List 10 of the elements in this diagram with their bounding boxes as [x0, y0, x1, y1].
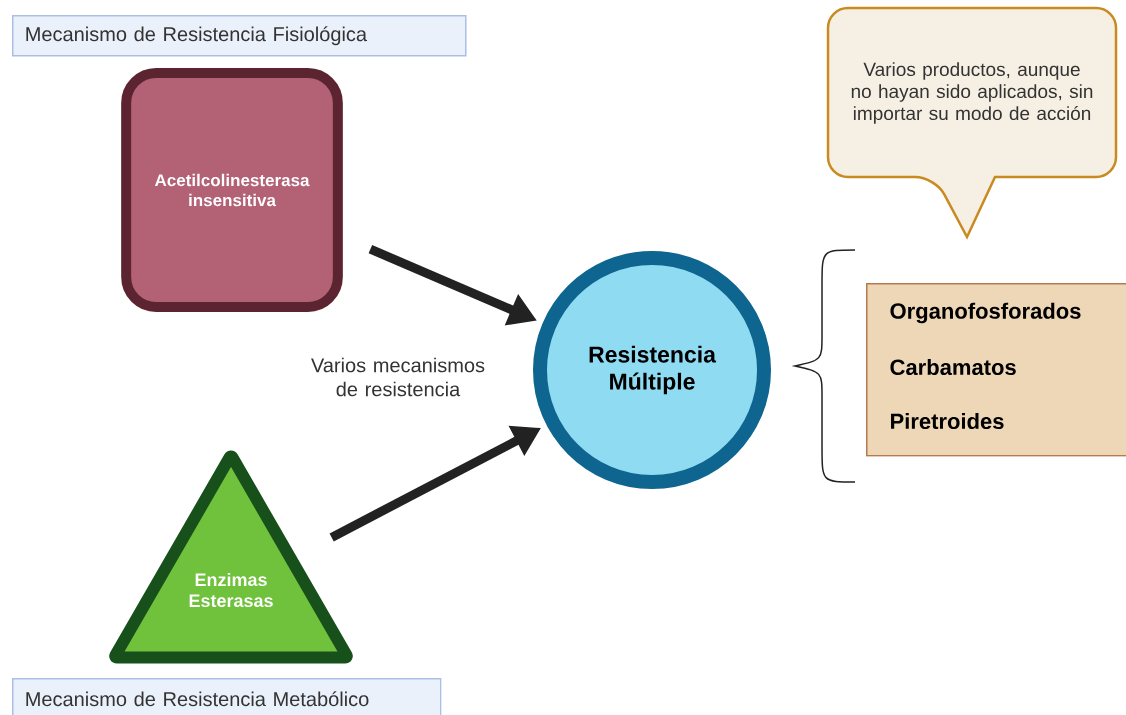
rounded-box: Acetilcolinesterasa insensitiva	[121, 68, 343, 312]
speech-bubble: Varios productos, aunque no hayan sido aplicados, sin importar su modo de acción	[826, 6, 1118, 239]
list-entry: Carbamatos	[890, 358, 1016, 376]
list-entry: Piretroides	[891, 412, 1004, 430]
annotation-text: Varios mecanismos de resistencia	[311, 357, 485, 397]
label-box: Mecanismo de Resistencia Fisiológica	[12, 15, 467, 57]
list-entry: Organofosforados	[890, 302, 1081, 324]
label-box: Mecanismo de Resistencia Metabólico	[12, 678, 442, 715]
list-box	[866, 283, 1126, 457]
triangle: Enzimas Esterasas	[109, 450, 353, 664]
